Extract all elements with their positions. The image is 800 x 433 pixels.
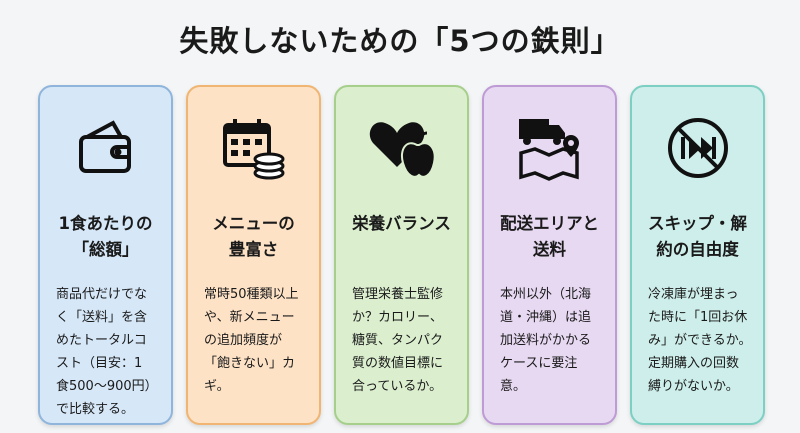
card-body-line: 「飽きない」カ bbox=[204, 356, 296, 371]
card-heading: 1食あたりの「総額」 bbox=[40, 211, 171, 263]
card-body-line: 本州以外（北海 bbox=[500, 287, 592, 302]
card-heading-line: 配送エリアと bbox=[500, 214, 599, 233]
card-body-line: 定期購入の回数 bbox=[648, 356, 740, 371]
card-body-line: く「送料」を含 bbox=[56, 310, 148, 325]
card-body: 本州以外（北海道・沖縄）は追加送料がかかるケースに要注意。 bbox=[500, 283, 607, 398]
wallet-icon bbox=[40, 115, 171, 181]
card-heading: 配送エリアと送料 bbox=[484, 211, 615, 263]
card-heading-line: メニューの bbox=[212, 214, 295, 233]
card-body-line: か？カロリー、 bbox=[352, 310, 443, 325]
card-body: 冷凍庫が埋まった時に「1回お休み」ができるか。定期購入の回数縛りがないか。 bbox=[648, 283, 755, 398]
rules-cards: 1食あたりの「総額」商品代だけでなく「送料」を含めたトータルコスト（目安：1 食5… bbox=[38, 85, 765, 425]
rule-card: 栄養バランス管理栄養士監修か？カロリー、糖質、タンパク質の数値目標に合っているか… bbox=[334, 85, 469, 425]
card-body-line: 糖質、タンパク bbox=[352, 333, 444, 348]
card-body-line: 意。 bbox=[500, 379, 527, 394]
no-skip-icon bbox=[632, 115, 763, 181]
rule-card: スキップ・解約の自由度冷凍庫が埋まった時に「1回お休み」ができるか。定期購入の回… bbox=[630, 85, 765, 425]
card-body-line: 冷凍庫が埋まっ bbox=[648, 287, 739, 302]
card-heading-line: 栄養バランス bbox=[352, 214, 451, 233]
card-heading-line: 「総額」 bbox=[72, 240, 139, 259]
card-body-line: 合っているか。 bbox=[352, 379, 443, 394]
card-heading-line: スキップ・解 bbox=[648, 214, 747, 233]
card-heading: メニューの豊富さ bbox=[188, 211, 319, 263]
card-heading-line: 1食あたりの bbox=[58, 214, 153, 233]
card-body-line: 縛りがないか。 bbox=[648, 379, 739, 394]
page-title: 失敗しないための「5つの鉄則」 bbox=[179, 24, 621, 58]
calendar-coins-icon bbox=[188, 115, 319, 181]
card-body-line: 商品代だけでな bbox=[56, 287, 148, 302]
card-body-line: 質の数値目標に bbox=[352, 356, 444, 371]
card-body-line: 加送料がかかる bbox=[500, 333, 592, 348]
rule-card: 配送エリアと送料本州以外（北海道・沖縄）は追加送料がかかるケースに要注意。 bbox=[482, 85, 617, 425]
card-body-line: ケースに要注 bbox=[500, 356, 578, 371]
card-body-line: み」ができるか。 bbox=[648, 333, 752, 348]
card-heading: スキップ・解約の自由度 bbox=[632, 211, 763, 263]
rule-card: メニューの豊富さ常時50種類以上や、新メニューの追加頻度が「飽きない」カギ。 bbox=[186, 85, 321, 425]
rule-card: 1食あたりの「総額」商品代だけでなく「送料」を含めたトータルコスト（目安：1 食5… bbox=[38, 85, 173, 425]
card-body-line: や、新メニュー bbox=[204, 310, 295, 325]
card-body-line: た時に「1回お休 bbox=[648, 310, 748, 325]
card-body-line: で比較する。 bbox=[56, 402, 135, 417]
card-heading: 栄養バランス bbox=[336, 211, 467, 237]
truck-map-icon bbox=[484, 115, 615, 181]
card-body: 常時50種類以上や、新メニューの追加頻度が「飽きない」カギ。 bbox=[204, 283, 311, 398]
card-body-line: スト（目安：1 bbox=[56, 356, 143, 371]
card-body: 商品代だけでなく「送料」を含めたトータルコスト（目安：1 食500〜900円） で比… bbox=[56, 283, 163, 421]
card-body-line: 食500〜900円） bbox=[56, 379, 158, 394]
card-body-line: 管理栄養士監修 bbox=[352, 287, 444, 302]
card-body-line: 道・沖縄）は追 bbox=[500, 310, 592, 325]
card-heading-line: 豊富さ bbox=[228, 240, 279, 259]
card-body-line: ギ。 bbox=[204, 379, 230, 394]
card-heading-line: 約の自由度 bbox=[656, 240, 739, 259]
card-heading-line: 送料 bbox=[533, 240, 566, 259]
card-body-line: 常時50種類以上 bbox=[204, 287, 299, 302]
card-body: 管理栄養士監修か？カロリー、糖質、タンパク質の数値目標に合っているか。 bbox=[352, 283, 459, 398]
card-body-line: めたトータルコ bbox=[56, 333, 147, 348]
heart-apple-icon bbox=[336, 115, 467, 181]
card-body-line: の追加頻度が bbox=[204, 333, 283, 348]
